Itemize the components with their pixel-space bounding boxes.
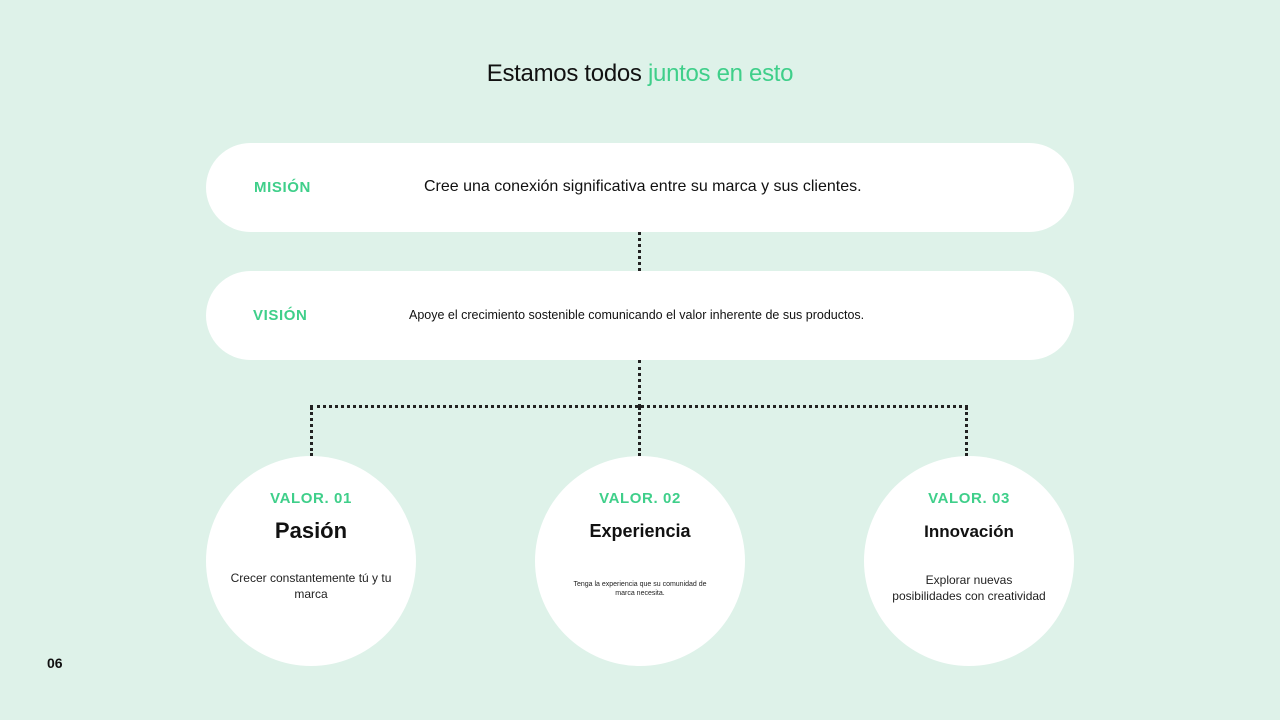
connector-horizontal	[310, 405, 968, 408]
valor-number: VALOR. 01	[270, 490, 352, 507]
valor-card-2: VALOR. 02 Experiencia Tenga la experienc…	[535, 456, 745, 666]
vision-text: Apoye el crecimiento sostenible comunica…	[409, 308, 865, 322]
connector-mision-vision	[638, 232, 641, 271]
valor-description: Tenga la experiencia que su comunidad de…	[573, 581, 707, 598]
valor-name: Innovación	[924, 522, 1014, 541]
title-accent: juntos en esto	[647, 60, 794, 87]
title-main: Estamos todos	[486, 60, 642, 87]
page-number: 06	[47, 655, 63, 671]
valor-number: VALOR. 03	[928, 490, 1010, 507]
connector-vision-trunk	[638, 360, 641, 407]
connector-valor-3	[965, 407, 968, 456]
connector-valor-2	[638, 407, 641, 456]
vision-card: VISIÓN Apoye el crecimiento sostenible c…	[206, 271, 1074, 360]
valor-name: Experiencia	[589, 521, 691, 541]
valor-description: Crecer constantemente tú y tu marca	[230, 571, 392, 602]
slide-title: Estamos todos juntos en esto	[0, 60, 1280, 88]
valor-card-3: VALOR. 03 Innovación Explorar nuevas pos…	[864, 456, 1074, 666]
valor-name: Pasión	[274, 518, 348, 543]
vision-label: VISIÓN	[253, 307, 308, 324]
valor-card-1: VALOR. 01 Pasión Crecer constantemente t…	[206, 456, 416, 666]
mision-card: MISIÓN Cree una conexión significativa e…	[206, 143, 1074, 232]
connector-valor-1	[310, 407, 313, 456]
valor-number: VALOR. 02	[599, 490, 681, 507]
mision-text: Cree una conexión significativa entre su…	[424, 178, 862, 195]
valor-description: Explorar nuevas posibilidades con creati…	[892, 573, 1046, 604]
mision-label: MISIÓN	[254, 179, 311, 196]
